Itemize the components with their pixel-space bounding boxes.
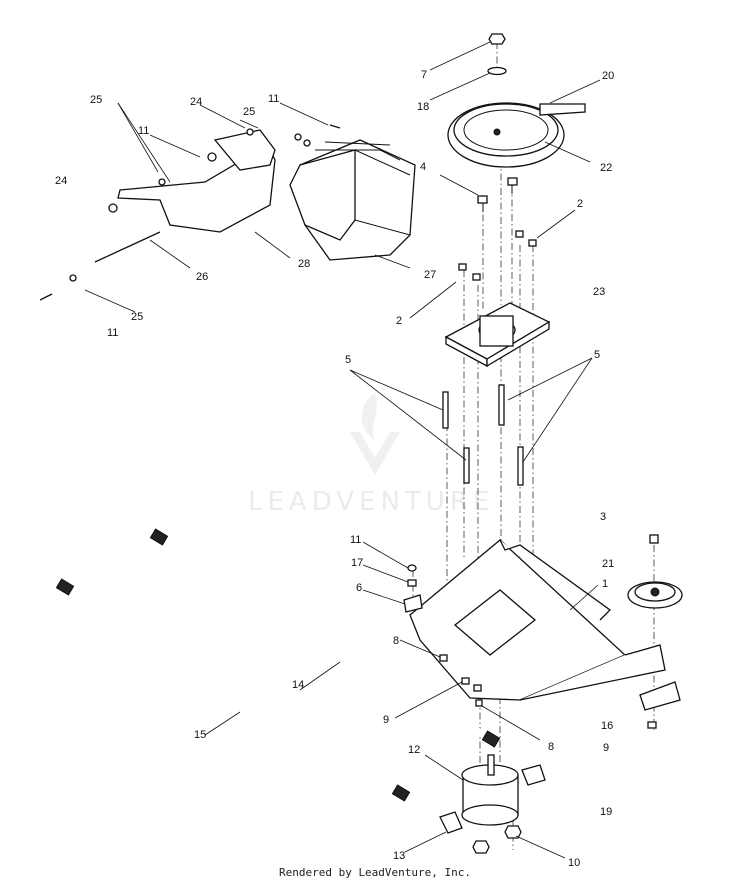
callout-8-lower: 8 [548,741,554,753]
rod-26 [94,231,161,263]
callout-leaders [84,41,601,859]
callout-22: 22 [600,162,612,174]
callout-11-bottom: 11 [107,327,118,339]
callout-7: 7 [421,69,427,81]
callout-5-left: 5 [345,354,351,366]
callout-23: 23 [593,286,605,298]
washer-18 [487,66,507,76]
callout-20: 20 [602,70,614,82]
bracket-hardware [403,564,483,707]
callout-8-upper: 8 [393,635,399,647]
callout-12: 12 [408,744,420,756]
callout-5-right: 5 [594,349,600,361]
callout-28: 28 [298,258,310,270]
callout-27: 27 [424,269,436,281]
callout-17: 17 [351,557,363,569]
callout-1: 1 [602,578,608,590]
callout-4: 4 [420,161,426,173]
callout-10: 10 [568,857,580,869]
callout-11-top-left: 11 [138,125,149,137]
callout-9-left: 9 [383,714,389,726]
callout-11-top-right: 11 [268,93,279,105]
callout-13: 13 [393,850,405,862]
callout-15: 15 [194,729,206,741]
idler-pulley-21 [627,534,683,729]
callout-2-lower: 2 [396,315,402,327]
pins-5 [442,384,524,486]
callout-14: 14 [292,679,304,691]
watermark-text: LEADVENTURE [248,487,494,517]
callout-24-top: 24 [190,96,202,108]
callout-3: 3 [600,511,606,523]
bolt-2 [515,230,524,238]
callout-25-top: 25 [90,94,102,106]
callout-19: 19 [600,806,612,818]
upper-bolts [458,177,537,281]
hoses [55,528,501,802]
belt-20 [539,103,586,116]
mount-plate-23 [444,302,551,368]
callout-9-right: 9 [603,742,609,754]
upper-pulley-assembly [447,33,586,168]
callout-11-motor: 11 [350,534,361,546]
main-bracket-1 [409,539,666,701]
callout-25-mid: 25 [243,106,255,118]
bolt-4 [477,195,488,204]
nut-7 [488,33,506,45]
callout-25-bottom: 25 [131,311,143,323]
callout-21: 21 [602,558,614,570]
callout-26: 26 [196,271,208,283]
callout-18: 18 [417,101,429,113]
weight-assembly [39,124,416,301]
callout-6: 6 [356,582,362,594]
watermark-logo: LEADVENTURE [248,392,494,517]
callout-24-left: 24 [55,175,67,187]
callout-16: 16 [601,720,613,732]
callout-2-upper: 2 [577,198,583,210]
render-credit: Rendered by LeadVenture, Inc. [278,866,472,879]
hydraulic-motor-19 [439,754,546,854]
callout-labels: 7 20 18 4 22 2 2 23 5 5 3 21 1 11 17 6 8… [55,69,614,869]
